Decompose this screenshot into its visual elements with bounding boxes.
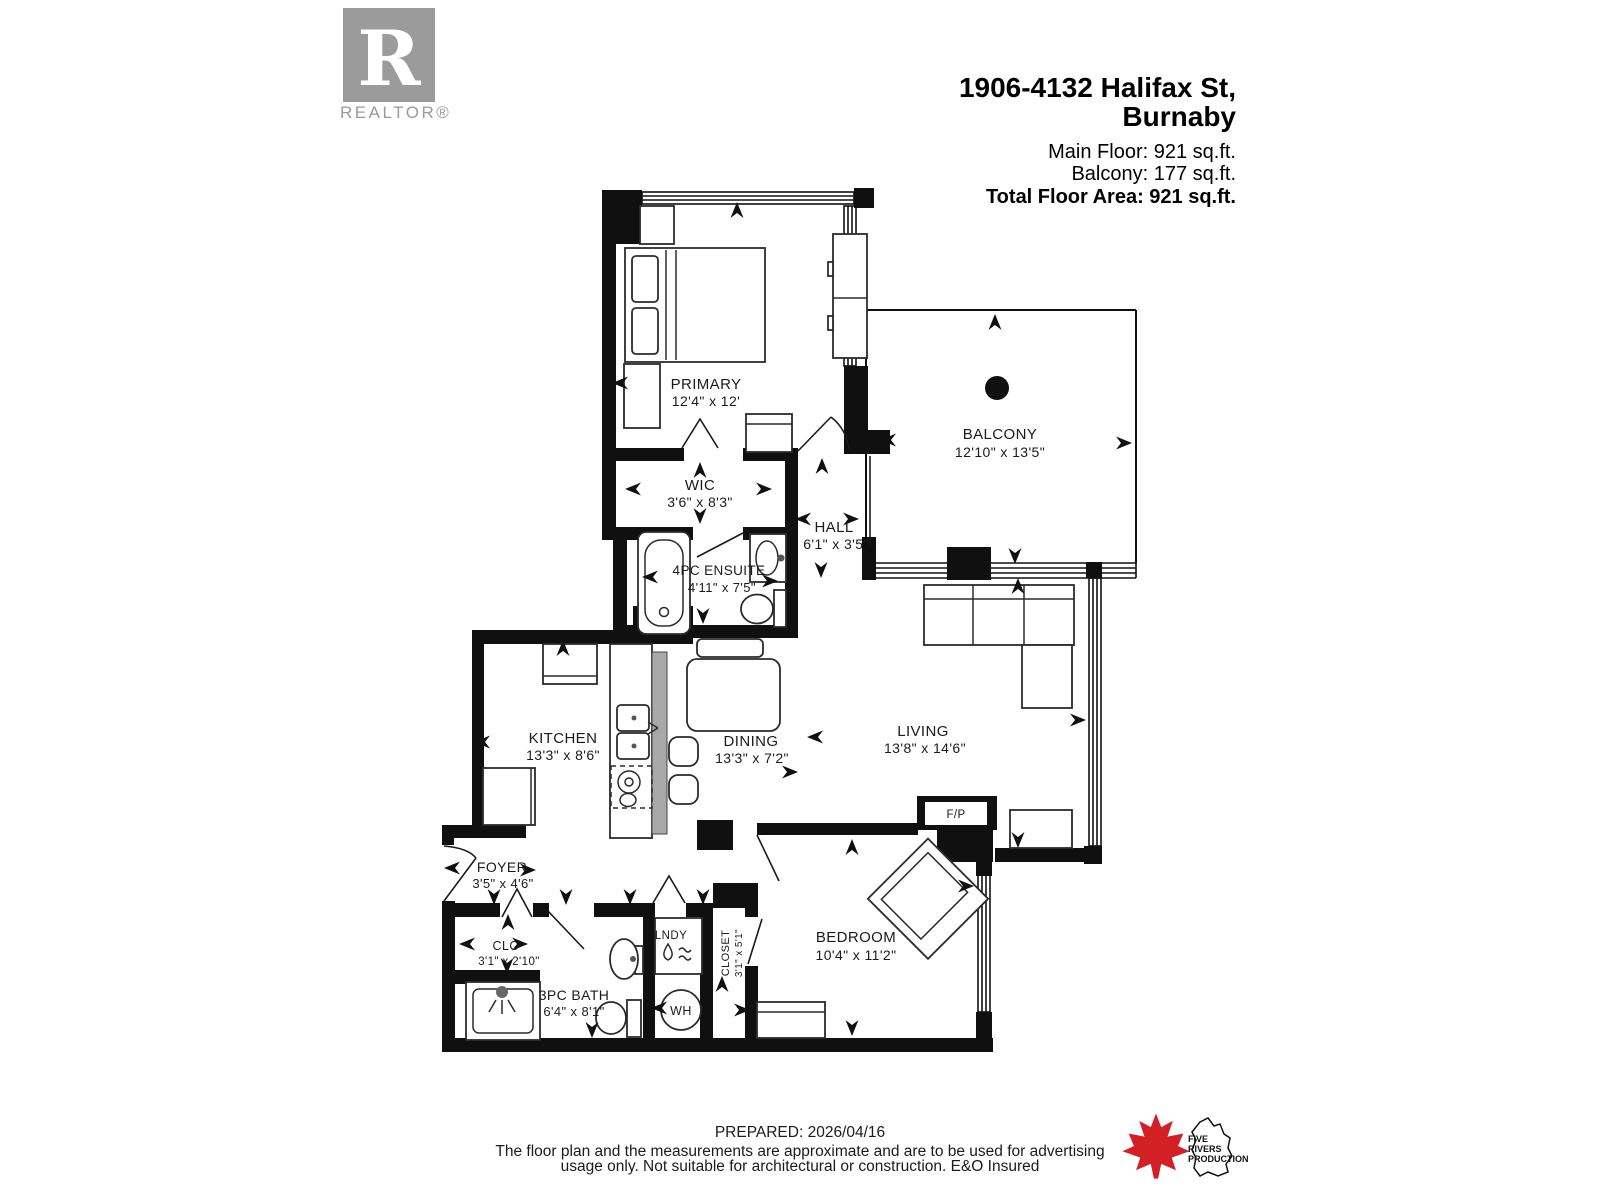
label-bedroom-dims: 10'4" x 11'2" xyxy=(816,947,897,963)
label-dining-dims: 13'3" x 7'2" xyxy=(715,750,789,766)
bed xyxy=(624,247,766,363)
total-floor-area: Total Floor Area: 921 sq.ft. xyxy=(986,186,1236,208)
label-primary: PRIMARY xyxy=(671,376,742,393)
label-balcony-dims: 12'10" x 13'5" xyxy=(955,444,1045,460)
label-kitchen: KITCHEN xyxy=(529,730,598,747)
label-fp: F/P xyxy=(946,809,965,821)
sectional-sofa xyxy=(923,584,1075,709)
label-bath-dims: 6'4" x 8'1" xyxy=(543,1004,604,1019)
walls xyxy=(442,188,1102,1052)
production-logo: FIVE RIVERS PRODUCTION xyxy=(1122,1113,1249,1179)
label-bath: 3PC BATH xyxy=(539,987,610,1003)
label-wic: WIC xyxy=(685,477,715,494)
cooktop xyxy=(610,765,653,809)
label-clo: CLO xyxy=(493,939,520,953)
dresser xyxy=(623,363,661,429)
disclaimer-line2: usage only. Not suitable for architectur… xyxy=(561,1158,1040,1175)
realtor-logo-label: REALTOR® xyxy=(340,103,451,122)
kitchen-sink xyxy=(616,704,659,760)
label-living-dims: 13'8" x 14'6" xyxy=(884,740,966,756)
bench xyxy=(745,413,793,453)
disclaimer-line1: The floor plan and the measurements are … xyxy=(495,1143,1104,1160)
label-hall-dims: 6'1" x 3'5" xyxy=(803,536,869,552)
shower xyxy=(465,981,541,1041)
realtor-logo-letter: R xyxy=(357,14,421,103)
production-line3: PRODUCTION xyxy=(1188,1154,1249,1164)
label-ensuite-dims: 4'11" x 7'5" xyxy=(688,580,756,595)
realtor-logo: R REALTOR® xyxy=(340,8,451,122)
listing-header: 1906-4132 Halifax St, Burnaby Main Floor… xyxy=(959,72,1236,208)
address-line1: 1906-4132 Halifax St, xyxy=(959,72,1236,103)
doors xyxy=(443,416,871,965)
prepared-date: PREPARED: 2026/04/16 xyxy=(715,1124,885,1141)
label-lndy: LNDY xyxy=(655,930,687,942)
production-line2: RIVERS xyxy=(1188,1144,1222,1154)
label-closet-dims: 3'1" x 5'1" xyxy=(734,929,745,977)
bedroom-dresser xyxy=(756,1001,826,1039)
stove xyxy=(542,643,598,685)
main-floor-area: Main Floor: 921 sq.ft. xyxy=(1048,141,1236,163)
label-wic-dims: 3'6" x 8'3" xyxy=(667,494,733,510)
label-hall: HALL xyxy=(814,519,853,536)
label-ensuite: 4PC ENSUITE xyxy=(673,563,766,578)
laundry-unit xyxy=(654,917,703,975)
fireplace-box xyxy=(925,802,987,825)
label-balcony: BALCONY xyxy=(963,426,1038,443)
label-dining: DINING xyxy=(724,733,779,750)
room-labels: PRIMARY 12'4" x 12' WIC 3'6" x 8'3" 4PC … xyxy=(472,376,1045,1019)
production-line1: FIVE xyxy=(1188,1134,1208,1144)
label-clo-dims: 3'1" x 2'10" xyxy=(478,956,539,968)
fridge xyxy=(482,767,536,826)
realtor-logo-icon xyxy=(343,8,435,102)
label-living: LIVING xyxy=(897,723,949,740)
map-outline-icon xyxy=(1191,1117,1233,1177)
ensuite-toilet xyxy=(740,589,787,628)
bar-stools xyxy=(668,736,699,805)
balcony-area: Balcony: 177 sq.ft. xyxy=(1071,163,1236,185)
nightstand xyxy=(639,205,675,245)
label-foyer-dims: 3'5" x 4'6" xyxy=(472,876,533,891)
balcony-column xyxy=(985,376,1009,400)
label-wh: WH xyxy=(670,1004,692,1018)
label-kitchen-dims: 13'3" x 8'6" xyxy=(526,747,600,763)
bedroom-bed xyxy=(866,837,990,961)
wardrobe xyxy=(827,233,868,359)
bath-toilet xyxy=(595,999,642,1038)
bath-sink xyxy=(609,938,644,980)
balcony-outline xyxy=(865,309,1137,563)
windows xyxy=(641,191,1137,1013)
maple-leaf-icon xyxy=(1122,1113,1190,1179)
dining-set xyxy=(686,638,781,732)
label-primary-dims: 12'4" x 12' xyxy=(672,393,740,409)
bathtub xyxy=(637,531,691,635)
label-bedroom: BEDROOM xyxy=(816,929,896,946)
label-closet: CLOSET xyxy=(720,930,732,976)
footer: PREPARED: 2026/04/16 The floor plan and … xyxy=(495,1113,1249,1179)
address-line2: Burnaby xyxy=(1122,101,1236,132)
label-foyer: FOYER xyxy=(477,859,527,875)
